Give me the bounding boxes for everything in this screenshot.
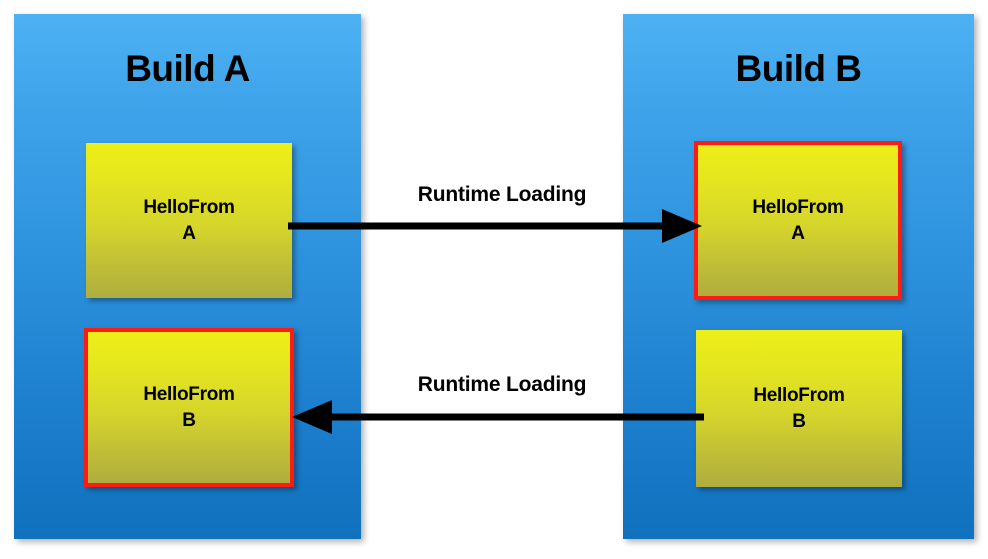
module-box-a-hellofrom-b: HelloFrom B <box>84 328 294 487</box>
arrow-left-runtime-loading <box>292 400 704 434</box>
module-label-line2: B <box>792 410 806 432</box>
module-label-line2: A <box>791 222 805 244</box>
module-box-b-hellofrom-b: HelloFrom B <box>696 330 902 487</box>
arrow-label-runtime-loading-top: Runtime Loading <box>417 183 587 206</box>
module-label-line2: B <box>182 409 196 431</box>
panel-title-build-a: Build A <box>125 48 250 89</box>
arrow-label-runtime-loading-bottom: Runtime Loading <box>417 373 587 396</box>
module-label-line1: HelloFrom <box>752 196 844 218</box>
module-box-b-hellofrom-a: HelloFrom A <box>694 141 902 300</box>
panel-title-build-b: Build B <box>735 48 862 89</box>
module-label-line1: HelloFrom <box>143 196 235 218</box>
arrow-right-runtime-loading <box>288 209 702 243</box>
module-box-a-hellofrom-a: HelloFrom A <box>86 143 292 298</box>
module-label-line1: HelloFrom <box>753 384 845 406</box>
module-label-line2: A <box>182 222 196 244</box>
module-label-line1: HelloFrom <box>143 383 235 405</box>
